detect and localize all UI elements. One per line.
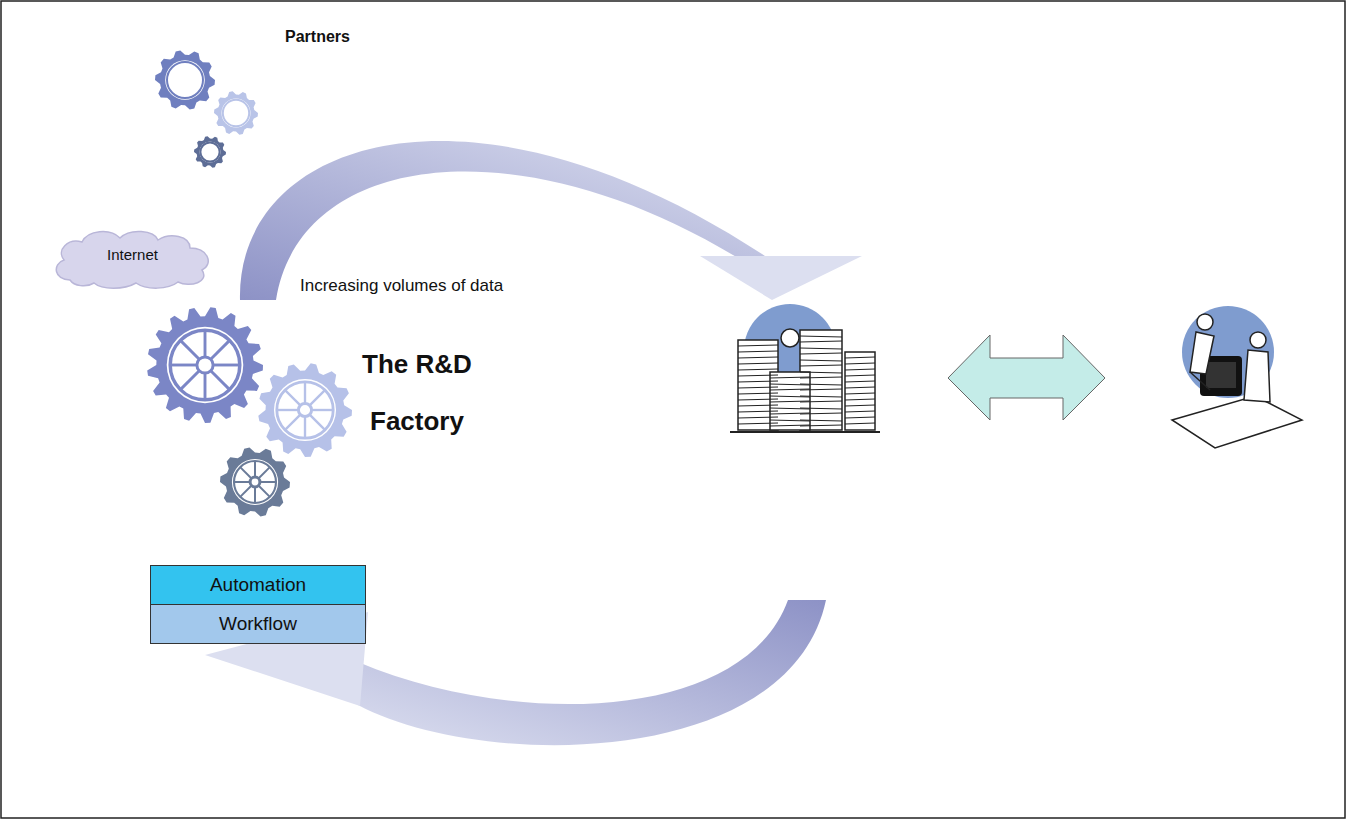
node-text: Internet	[72, 246, 193, 263]
gear	[194, 136, 226, 168]
gear	[147, 307, 263, 423]
process-box: Workflow	[150, 604, 366, 644]
gear-spoke	[277, 409, 299, 411]
factory-title: The R&D Factory	[358, 336, 476, 450]
gear-hole	[221, 98, 250, 127]
gear-hub	[298, 403, 311, 416]
gear-spoke	[285, 390, 300, 405]
partners-label: Partners	[285, 28, 350, 46]
return-arc	[358, 600, 826, 745]
gear	[258, 363, 352, 457]
gear-spoke	[304, 382, 306, 404]
gear-spoke	[310, 415, 325, 430]
gear-spoke	[211, 340, 230, 359]
cloud-node: Internet	[50, 228, 215, 290]
gear-spoke	[211, 371, 230, 390]
gear-spoke	[312, 409, 334, 411]
gear	[214, 91, 258, 134]
gear-spoke	[285, 415, 300, 430]
gear	[220, 447, 290, 516]
gear-hole	[232, 459, 278, 505]
gear-hole	[167, 327, 244, 404]
gear-hub	[250, 477, 260, 487]
gear-spoke	[240, 485, 251, 496]
paperwork-clipart	[730, 304, 880, 432]
gear-spoke	[240, 467, 251, 478]
computer-users-clipart	[1172, 306, 1302, 448]
arrow-head	[700, 256, 862, 300]
gear-rim	[223, 100, 249, 126]
gear-spoke	[204, 330, 207, 357]
node-text: Workflow	[161, 613, 355, 635]
process-box: Automation	[150, 565, 366, 605]
gear-spoke	[180, 340, 199, 359]
gear-spoke	[258, 467, 269, 478]
gear-spoke	[260, 481, 276, 483]
gear-hole	[199, 141, 220, 162]
gear-spoke	[310, 390, 325, 405]
gear-rim	[234, 461, 276, 503]
node-text: Automation	[161, 574, 355, 596]
gear-spoke	[204, 373, 207, 400]
double-arrow	[948, 335, 1105, 420]
gear-spoke	[180, 371, 199, 390]
gear-spoke	[258, 485, 269, 496]
flow-label: Increasing volumes of data	[300, 276, 503, 296]
gear-rim	[170, 330, 240, 400]
gear-spoke	[254, 461, 256, 477]
gear-spoke	[304, 417, 306, 439]
gear-spoke	[234, 481, 250, 483]
gear-rim	[200, 142, 219, 161]
gear-spoke	[254, 487, 256, 503]
data-flow-arc	[240, 141, 768, 300]
gear	[155, 50, 215, 109]
gear-hole	[274, 379, 336, 441]
gear-rim	[277, 382, 333, 438]
gear-spoke	[213, 364, 240, 367]
gear-hub	[197, 357, 213, 373]
gear-hole	[165, 60, 205, 100]
gear-spoke	[170, 364, 197, 367]
gear-rim	[167, 62, 203, 98]
